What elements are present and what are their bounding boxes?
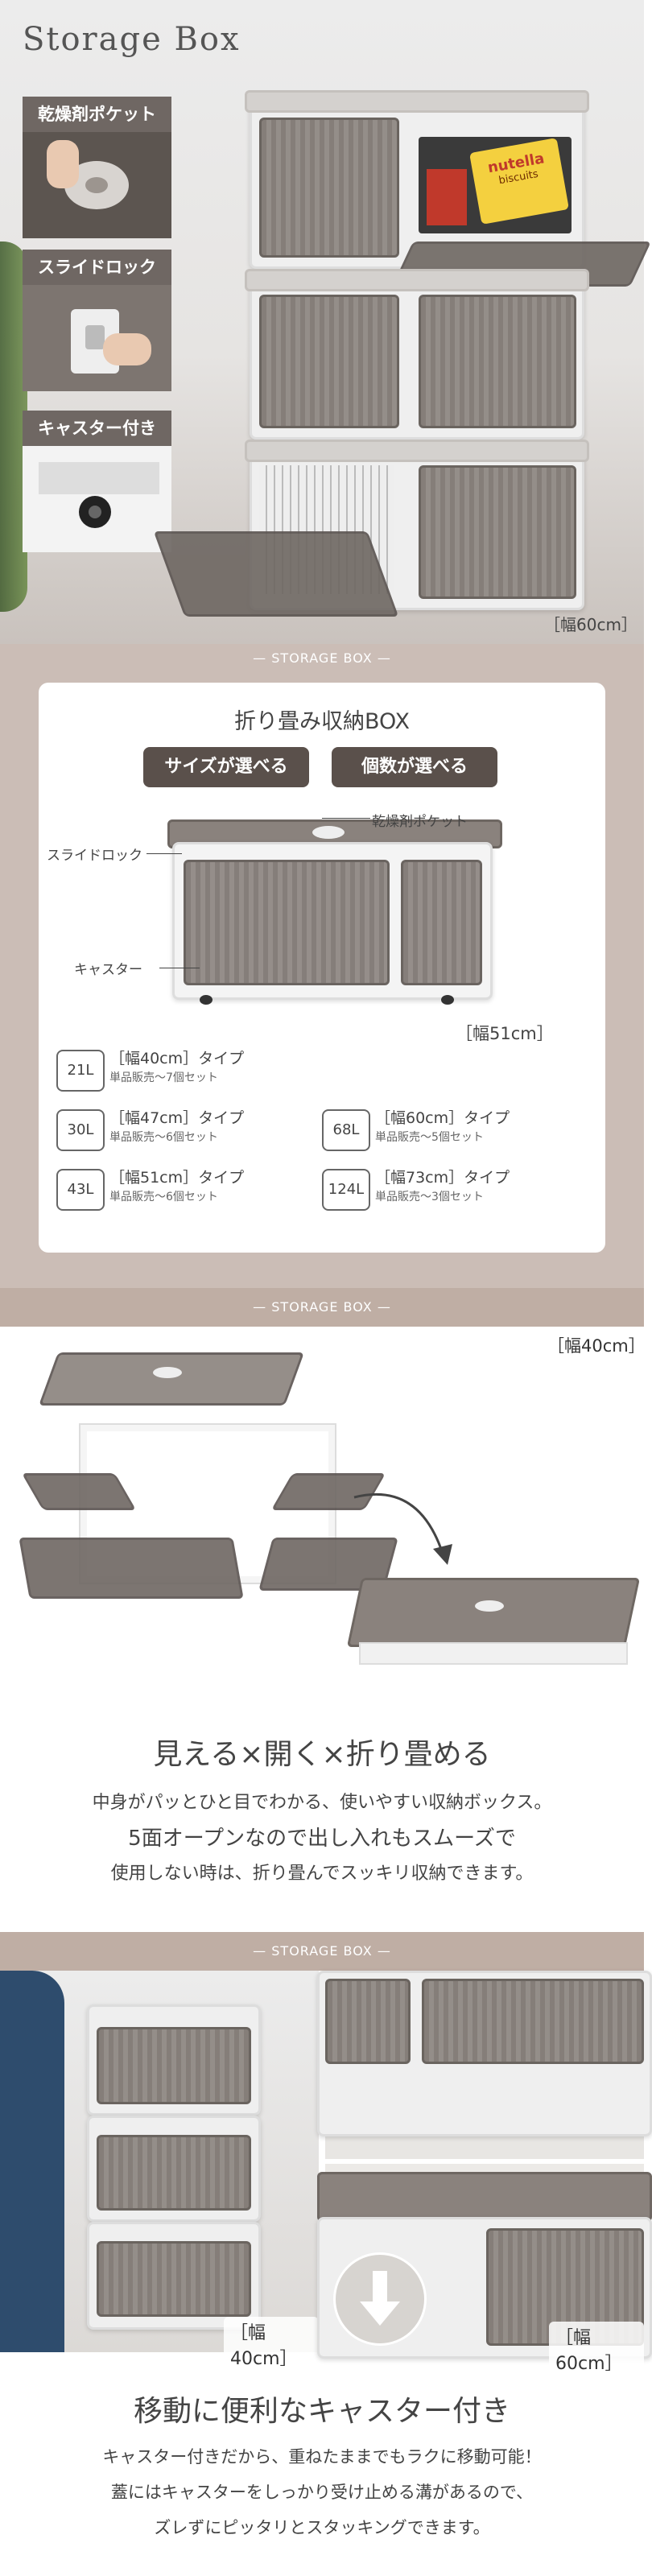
caster-line-3: ズレずにピッタリとスタッキングできます。 — [154, 2518, 490, 2537]
product-box — [427, 169, 467, 225]
folded-box-illustration — [346, 1578, 641, 1666]
caster-width-label-left: ［幅40cm］ — [224, 2317, 319, 2372]
size-name-73: ［幅73cm］タイプ — [375, 1169, 510, 1187]
caster-wheel-icon — [200, 995, 213, 1005]
left-stack-panel-2 — [97, 2135, 251, 2211]
folded-lid — [346, 1578, 641, 1647]
arrow-icon — [353, 1492, 452, 1565]
exploded-front-door — [19, 1538, 244, 1599]
crate-middle-side-panel — [259, 295, 399, 428]
caster-zoom-circle — [333, 2252, 427, 2346]
box-illustration — [167, 819, 502, 1005]
open-line-2: 5面オープンなので出し入れもスムーズで — [128, 1827, 516, 1851]
caster-heading: 移動に便利なキャスター付き — [133, 2395, 510, 2428]
caster-wheel-icon — [441, 995, 454, 1005]
size-name-51: ［幅51cm］タイプ — [109, 1169, 245, 1187]
crate-top-lid — [245, 90, 589, 113]
page-title: Storage Box — [23, 21, 241, 58]
open-line-1: 中身がパッとひと目でわかる、使いやすい収納ボックス。 — [92, 1793, 552, 1813]
size-volume-30l: 30L — [56, 1109, 105, 1151]
size-volume-124l: 124L — [322, 1169, 370, 1211]
left-stack-panel-1 — [97, 2027, 251, 2104]
callout-lock: スライドロック — [47, 848, 142, 864]
section-tag: — STORAGE BOX — — [253, 1943, 391, 1959]
section-tag: — STORAGE BOX — — [253, 650, 391, 666]
caster-photo-left: ［幅40cm］ — [0, 1971, 319, 2372]
size-volume-43l: 43L — [56, 1169, 105, 1211]
feature-image-pocket — [23, 132, 171, 238]
open-width-label: ［幅40cm］ — [547, 1336, 646, 1356]
section-tag: — STORAGE BOX — — [253, 1299, 391, 1315]
callout-line-lock — [146, 853, 182, 854]
box-side-panel — [401, 860, 482, 985]
crate-top-side-panel — [259, 118, 399, 258]
count-select-pill: 個数が選べる — [332, 747, 497, 787]
right-bottom-lid — [317, 2172, 652, 2222]
callout-pocket: 乾燥剤ポケット — [372, 814, 468, 830]
caster-illustration — [23, 446, 171, 552]
caster-line-1: キャスター付きだから、重ねたままでもラクに移動可能！ — [102, 2447, 542, 2467]
size-volume-21l: 21L — [56, 1050, 105, 1092]
feature-label-pocket: 乾燥剤ポケット — [23, 97, 171, 132]
person-figure — [0, 1971, 64, 2352]
callout-line-pocket — [322, 818, 370, 819]
section-band-caster: — STORAGE BOX — — [0, 1932, 644, 1971]
open-heading: 見える×開く×折り畳める — [153, 1738, 491, 1771]
feature-label-caster: キャスター付き — [23, 411, 171, 446]
lineup-heading: 折り畳み収納BOX — [233, 709, 411, 734]
pocket-illustration — [23, 132, 171, 238]
caster-width-label-right: ［幅60cm］ — [549, 2322, 644, 2376]
lineup-card: 折り畳み収納BOX サイズが選べる 個数が選べる 乾燥剤ポケット スライドロック… — [39, 683, 605, 1253]
size-name-47: ［幅47cm］タイプ — [109, 1109, 245, 1127]
down-arrow-icon — [360, 2271, 400, 2326]
size-sub-40: 単品販売〜7個セット — [109, 1071, 218, 1084]
size-volume-68l: 68L — [322, 1109, 370, 1151]
size-sub-47: 単品販売〜6個セット — [109, 1131, 218, 1144]
callout-caster: キャスター — [74, 962, 142, 978]
size-select-pill: サイズが選べる — [143, 747, 309, 787]
desiccant-pocket-icon — [312, 826, 345, 839]
lock-illustration — [23, 285, 171, 391]
size-sub-51: 単品販売〜6個セット — [109, 1191, 218, 1203]
exploded-lid-pocket — [153, 1367, 182, 1378]
size-sub-60: 単品販売〜5個セット — [375, 1131, 484, 1144]
folded-lid-pocket — [475, 1600, 504, 1612]
hero-section: Storage Box 乾燥剤ポケット スライドロック キャスター付き — [0, 0, 652, 644]
product-bag: nutella biscuits — [469, 138, 569, 225]
exploded-box-illustration — [19, 1352, 398, 1602]
feature-image-caster — [23, 446, 171, 552]
left-stack-panel-3 — [97, 2241, 251, 2317]
folded-base — [359, 1642, 628, 1665]
size-name-40: ［幅40cm］タイプ — [109, 1050, 245, 1067]
right-top-panel — [422, 1979, 644, 2064]
crate-bottom-lid — [245, 440, 589, 462]
open-line-3: 使用しない時は、折り畳んでスッキリ収納できます。 — [110, 1864, 534, 1884]
feature-label-lock: スライドロック — [23, 250, 171, 285]
caster-photo-right-bottom: ［幅60cm］ — [317, 2164, 652, 2376]
caster-line-2: 蓋にはキャスターをしっかり受け止める溝があるので、 — [110, 2483, 534, 2502]
exploded-lid — [38, 1352, 305, 1406]
crate-top-contents: nutella biscuits — [419, 137, 572, 233]
right-top-side-panel — [325, 1979, 411, 2064]
hand-area — [354, 242, 644, 612]
caster-photo-right-top — [317, 1971, 652, 2159]
box-front-panel — [184, 860, 390, 985]
crate-middle-front-panel — [419, 295, 576, 428]
size-name-60: ［幅60cm］タイプ — [375, 1109, 510, 1127]
size-sub-73: 単品販売〜3個セット — [375, 1191, 484, 1203]
section-band-open: — STORAGE BOX — — [0, 1288, 644, 1327]
lineup-width-label: ［幅51cm］ — [456, 1024, 554, 1043]
hero-width-label: ［幅60cm］ — [544, 615, 638, 634]
crate-middle-lid — [245, 269, 589, 291]
feature-image-lock — [23, 285, 171, 391]
crate-bottom-front-panel — [419, 465, 576, 599]
